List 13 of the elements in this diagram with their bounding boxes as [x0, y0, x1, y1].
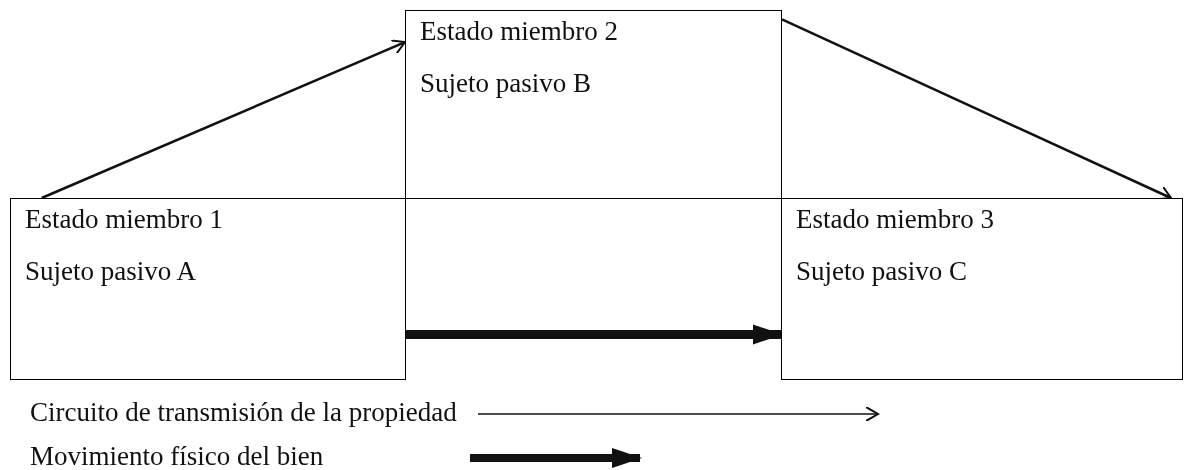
- arrow: [41, 39, 406, 200]
- taxpayer-name: Sujeto pasivo B: [420, 67, 591, 99]
- state-box: [10, 198, 406, 380]
- arrow: [406, 324, 783, 345]
- state-name: Estado miembro 3: [796, 203, 994, 235]
- state-box: [405, 10, 782, 199]
- legend-text: Movimiento físico del bien: [30, 440, 324, 470]
- taxpayer-name: Sujeto pasivo A: [25, 255, 196, 287]
- state-name: Estado miembro 2: [420, 15, 618, 47]
- legend-text: Circuito de transmisión de la propiedad: [30, 396, 457, 428]
- state-box: [781, 198, 1183, 380]
- state-name: Estado miembro 1: [25, 203, 223, 235]
- taxpayer-name: Sujeto pasivo C: [796, 255, 967, 287]
